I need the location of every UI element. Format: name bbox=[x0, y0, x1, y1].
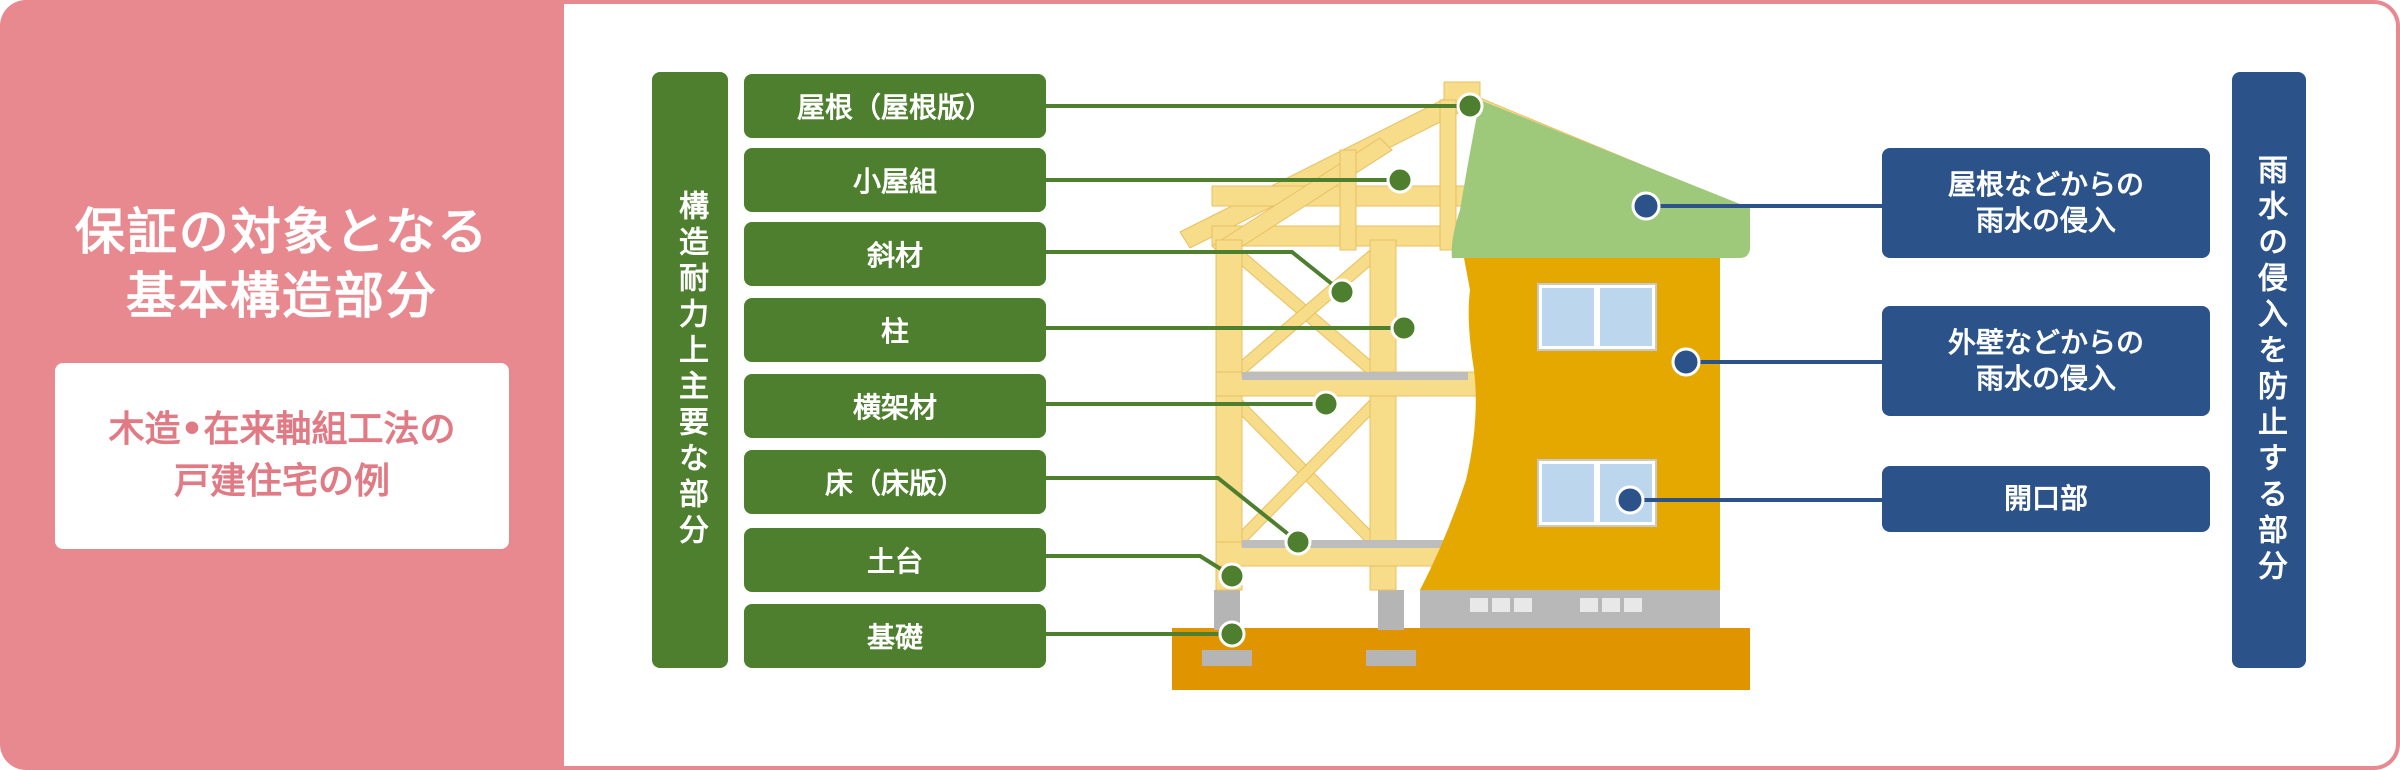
left-title: 保証の対象となる 基本構造部分 bbox=[74, 203, 490, 325]
structure-group-title-text: 構造耐力上主要な部分 bbox=[673, 190, 708, 550]
vent bbox=[1514, 598, 1532, 612]
structure-leaders bbox=[1046, 104, 1470, 636]
label-roof-slab: 屋根（屋根版） bbox=[744, 74, 1046, 138]
window-lower bbox=[1537, 459, 1657, 527]
label-roof-rain: 屋根などからの 雨水の侵入 bbox=[1882, 148, 2210, 258]
floor-beam-line bbox=[1242, 540, 1468, 548]
foundation-footing bbox=[1366, 650, 1416, 666]
floor-beam-line bbox=[1242, 372, 1468, 380]
rain-leaders bbox=[1630, 204, 1882, 502]
label-sill: 土台 bbox=[744, 528, 1046, 592]
foundation-pier bbox=[1378, 590, 1404, 630]
rain-group-title-text: 雨水の侵入を防止する部分 bbox=[2252, 154, 2287, 586]
roof-covering bbox=[1451, 100, 1750, 258]
vent bbox=[1624, 598, 1642, 612]
vent bbox=[1580, 598, 1598, 612]
rain-group-title: 雨水の侵入を防止する部分 bbox=[2232, 72, 2306, 668]
left-panel: 保証の対象となる 基本構造部分 木造•在来軸組工法の 戸建住宅の例 bbox=[0, 0, 564, 770]
rain-leader-dots bbox=[1615, 191, 1701, 515]
foundation-base bbox=[1172, 628, 1750, 690]
label-roof-truss: 小屋組 bbox=[744, 148, 1046, 212]
example-box: 木造•在来軸組工法の 戸建住宅の例 bbox=[55, 363, 509, 549]
label-brace: 斜材 bbox=[744, 222, 1046, 286]
structure-leader-dots bbox=[1218, 92, 1484, 648]
label-foundation: 基礎 bbox=[744, 604, 1046, 668]
vent bbox=[1470, 598, 1488, 612]
example-label: 木造•在来軸組工法の 戸建住宅の例 bbox=[108, 409, 456, 502]
wall-base bbox=[1420, 590, 1720, 628]
label-wall-rain: 外壁などからの 雨水の侵入 bbox=[1882, 306, 2210, 416]
vent bbox=[1602, 598, 1620, 612]
foundation-footing bbox=[1202, 650, 1252, 666]
label-column: 柱 bbox=[744, 298, 1046, 362]
vent bbox=[1492, 598, 1510, 612]
structure-group-title: 構造耐力上主要な部分 bbox=[652, 72, 728, 668]
window-upper bbox=[1537, 283, 1657, 351]
label-opening: 開口部 bbox=[1882, 466, 2210, 532]
label-floor-slab: 床（床版） bbox=[744, 450, 1046, 514]
label-beam: 横架材 bbox=[744, 374, 1046, 438]
